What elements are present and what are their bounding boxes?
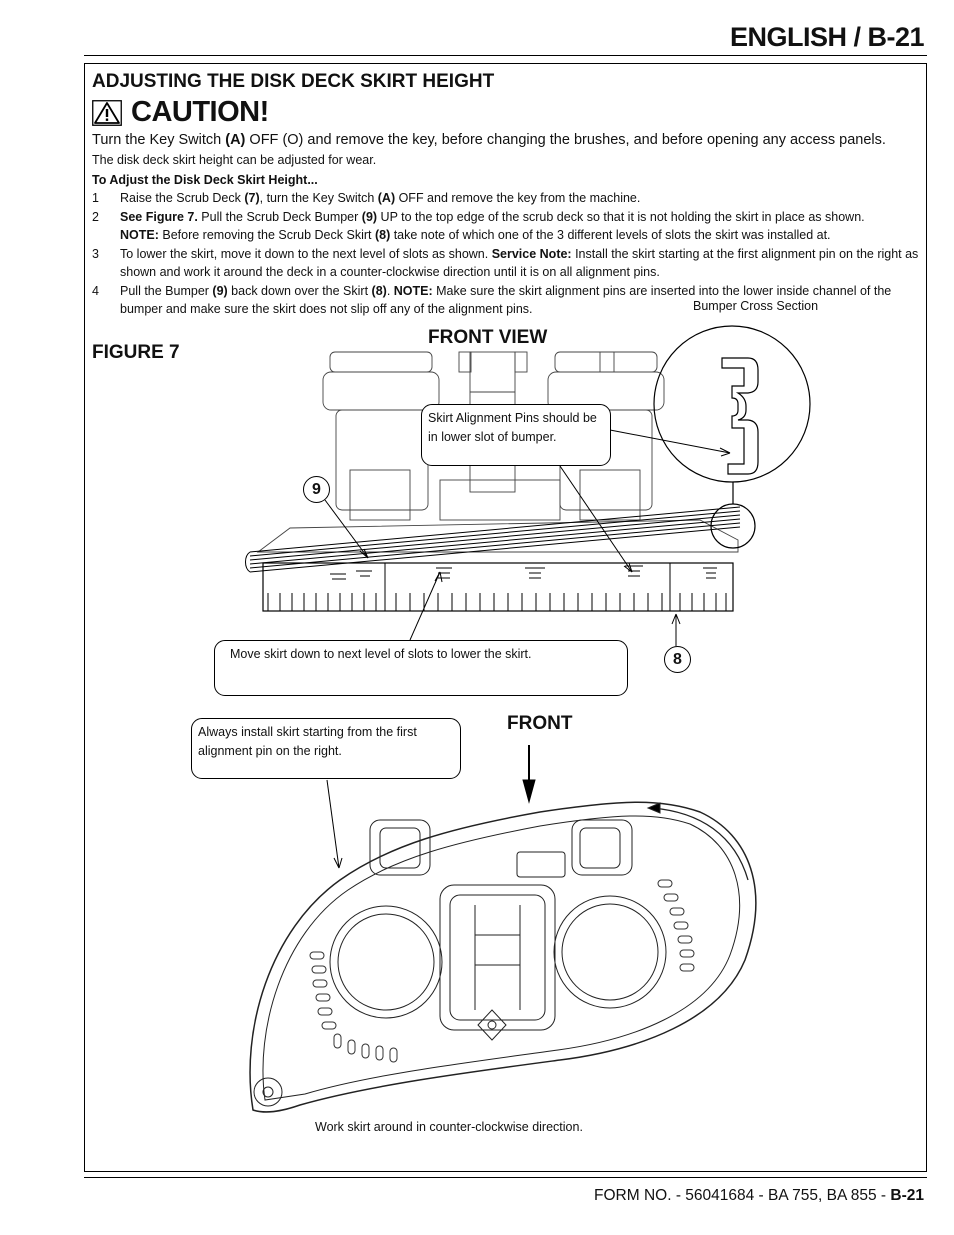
caution-text: Turn the Key Switch (A) OFF (O) and remo… [92,132,886,148]
caution-heading: CAUTION! [92,96,269,129]
callout-alignment-pins: Skirt Alignment Pins should be in lower … [421,404,611,466]
caution-title: CAUTION! [131,96,269,128]
warning-triangle-icon [92,99,122,126]
deck-slots [309,879,695,1063]
footer-form-number: FORM NO. - 56041684 - BA 755, BA 855 - B… [594,1187,924,1204]
item-number-9: 9 [303,476,330,503]
bumper-cross-section-detail [653,325,811,549]
leader-lines [324,429,731,869]
content-frame [84,63,927,1172]
front-label: FRONT [507,713,573,734]
caption-counter-clockwise: Work skirt around in counter-clockwise d… [315,1120,583,1134]
front-direction-arrow [522,745,536,804]
header-rule [84,55,927,56]
deck-top-view [249,801,757,1113]
callout-install-skirt: Always install skirt starting from the f… [191,718,461,779]
step-4: 4 Pull the Bumper (9) back down over the… [92,283,892,317]
procedure-steps: 1 Raise the Scrub Deck (7), turn the Key… [92,189,922,319]
item-number-8: 8 [664,646,691,673]
callout-move-skirt: Move skirt down to next level of slots t… [214,640,628,696]
bumper-band [245,506,741,573]
step-3: 3 To lower the skirt, move it down to th… [92,246,919,280]
section-title: ADJUSTING THE DISK DECK SKIRT HEIGHT [92,71,495,92]
front-view-label: FRONT VIEW [428,327,548,348]
bumper-cross-section-label: Bumper Cross Section [693,299,819,313]
page-header-title: ENGLISH / B-21 [729,22,925,52]
intro-text: The disk deck skirt height can be adjust… [92,153,377,167]
step-2: 2 See Figure 7. Pull the Scrub Deck Bump… [92,209,865,243]
step-1: 1 Raise the Scrub Deck (7), turn the Key… [92,191,641,205]
figure-label: FIGURE 7 [92,342,180,363]
skirt-strip [262,562,734,612]
procedure-subhead: To Adjust the Disk Deck Skirt Height... [92,173,318,187]
footer-rule [84,1177,927,1178]
